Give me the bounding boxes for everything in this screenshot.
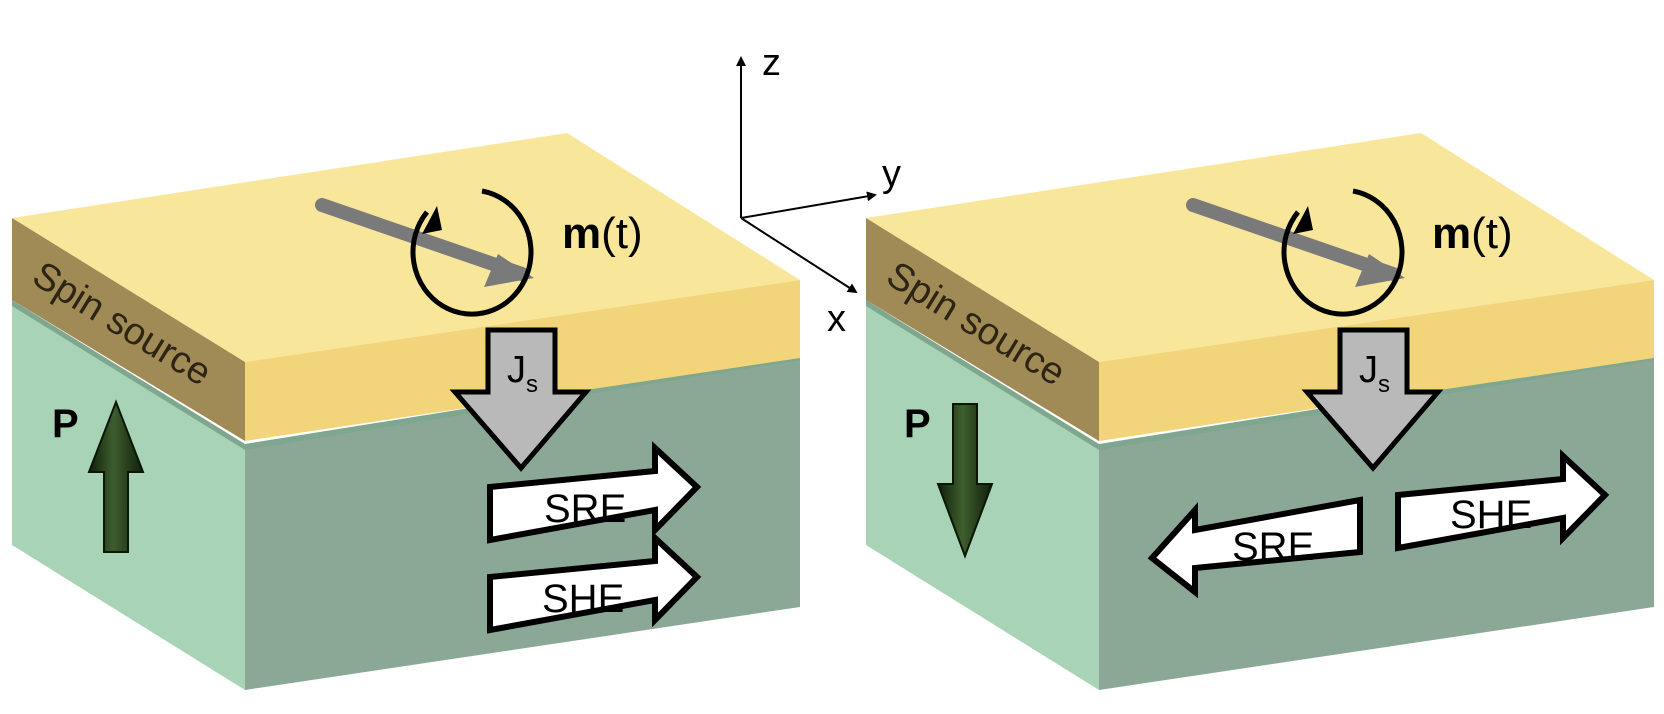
sre-arrow-shape — [1147, 496, 1363, 599]
she-arrow-right: SHE — [487, 531, 702, 634]
substrate-top-edge — [866, 300, 1654, 450]
precession-arrowhead — [1293, 206, 1313, 234]
axes: z y x — [736, 42, 901, 340]
polarization-arrow-down: P — [904, 402, 994, 559]
polarization-arrow-shape — [936, 403, 994, 559]
polarization-arrow-shape — [87, 399, 145, 553]
sre-arrow-right: SRE — [487, 441, 702, 544]
precession-circle — [410, 188, 534, 317]
she-arrow-label: SHE — [542, 577, 624, 621]
spin-current-subscript: s — [1378, 371, 1390, 398]
she-arrow-shape — [487, 531, 702, 634]
spin-source-side-face — [12, 218, 245, 441]
y-axis — [740, 191, 877, 219]
she-arrow-right: SHE — [1395, 449, 1610, 552]
magnetization-vector — [1186, 198, 1400, 281]
spin-source-top-face — [12, 133, 800, 362]
substrate-top-edge — [12, 300, 800, 450]
magnetization-label: m(t) — [562, 209, 643, 258]
magnetization-symbol: m — [1432, 209, 1471, 258]
spin-current-shape — [449, 327, 592, 472]
precession-circle — [1281, 188, 1405, 317]
magnetization-arrowhead — [1355, 254, 1405, 287]
she-arrow-label: SHE — [1450, 493, 1532, 537]
precession-arrowhead — [422, 206, 442, 234]
y-axis-label: y — [882, 153, 901, 195]
magnetization: m(t) — [1186, 188, 1513, 317]
spin-source-top-face — [866, 133, 1654, 362]
polarization-label: P — [52, 402, 79, 446]
polarization-label: P — [904, 402, 931, 446]
magnetization-vector — [315, 198, 529, 281]
she-arrow-shape — [1395, 449, 1610, 552]
spin-current-symbol: J — [1359, 349, 1378, 391]
spin-current-subscript: s — [526, 371, 538, 398]
sre-arrow-label: SRE — [1232, 525, 1314, 569]
magnetization-arg: (t) — [601, 209, 643, 258]
magnetization-arg: (t) — [1471, 209, 1513, 258]
spin-current-label: Js — [1359, 349, 1390, 398]
x-axis — [740, 217, 858, 294]
magnetization-symbol: m — [562, 209, 601, 258]
x-axis-label: x — [827, 298, 846, 340]
substrate-front-face — [1099, 358, 1654, 690]
spin-source-side-face — [866, 218, 1099, 441]
panel-left: Spin source m(t) Js P SRE SHE — [12, 133, 800, 690]
sre-arrow-shape — [487, 441, 702, 544]
magnetization: m(t) — [315, 188, 643, 317]
sre-arrow-label: SRE — [544, 487, 626, 531]
sre-arrow-left: SRE — [1147, 496, 1363, 599]
spin-current-shape — [1301, 327, 1444, 472]
z-axis-label: z — [762, 42, 781, 84]
panel-right: Spin source m(t) Js P SRE SHE — [866, 133, 1654, 690]
spin-current-symbol: J — [507, 349, 526, 391]
spin-current-label: Js — [507, 349, 538, 398]
spin-current-arrow: Js — [1301, 327, 1444, 472]
polarization-arrow-up: P — [52, 399, 145, 553]
magnetization-arrowhead — [484, 254, 534, 287]
spin-current-arrow: Js — [449, 327, 592, 472]
magnetization-label: m(t) — [1432, 209, 1513, 258]
